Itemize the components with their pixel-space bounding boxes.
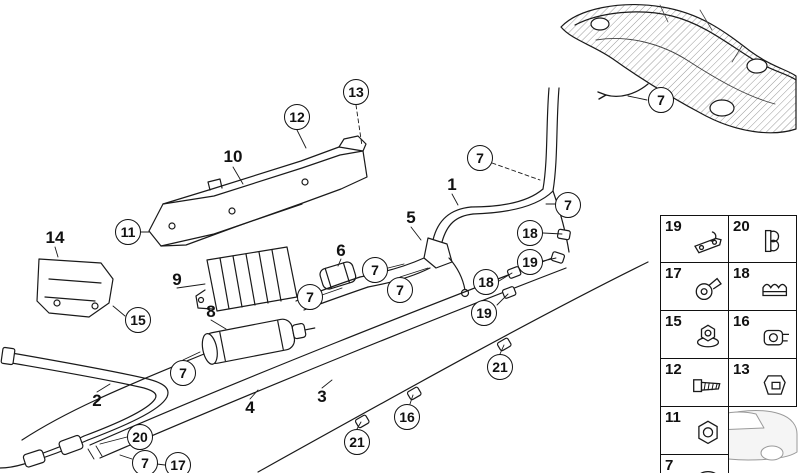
legend-part-number: 15	[665, 313, 682, 330]
callout-21[interactable]: 21	[487, 354, 513, 380]
callout-7[interactable]: 7	[297, 284, 323, 310]
double-tube-clip-icon	[764, 230, 780, 253]
callout-7[interactable]: 7	[467, 145, 493, 171]
hose-clip-icon	[695, 277, 722, 300]
legend-part-number: 11	[665, 409, 681, 426]
callout-7[interactable]: 7	[362, 257, 388, 283]
part-label-2[interactable]: 2	[92, 391, 102, 410]
self-tapping-screw-icon	[693, 378, 721, 392]
legend-cell-18[interactable]: 18	[728, 262, 797, 311]
callout-18[interactable]: 18	[473, 269, 499, 295]
legend-part-number: 7	[665, 457, 674, 473]
legend-cell-17[interactable]: 17	[660, 262, 729, 311]
hose-clamp-icon	[700, 470, 716, 473]
legend-cell-7[interactable]: 7	[660, 454, 729, 473]
legend-part-number: 19	[665, 218, 682, 235]
legend-part-number: 13	[733, 361, 750, 378]
part-label-5[interactable]: 5	[406, 208, 416, 227]
multi-line-clip-icon	[762, 283, 788, 296]
small-ribbed-shield	[195, 246, 298, 312]
part-label-6[interactable]: 6	[336, 241, 346, 260]
bracket-clip-icon	[694, 231, 722, 254]
fuel-filter	[201, 318, 316, 365]
mounting-bracket	[36, 258, 114, 318]
legend-cell-11[interactable]: 11	[660, 406, 729, 455]
callout-11[interactable]: 11	[115, 219, 141, 245]
hose-end-assembly	[0, 434, 103, 469]
flange-nut-icon	[696, 324, 720, 348]
legend-cell-16[interactable]: 16	[728, 310, 797, 359]
callout-19[interactable]: 19	[471, 300, 497, 326]
callout-17[interactable]: 17	[165, 452, 191, 473]
callout-18[interactable]: 18	[517, 220, 543, 246]
callout-19[interactable]: 19	[517, 249, 543, 275]
callout-7[interactable]: 7	[555, 192, 581, 218]
callout-16[interactable]: 16	[394, 404, 420, 430]
part-label-1[interactable]: 1	[447, 175, 457, 194]
callout-20[interactable]: 20	[127, 424, 153, 450]
retaining-clip-icon	[763, 375, 786, 395]
part-label-9[interactable]: 9	[172, 270, 182, 289]
callout-7[interactable]: 7	[170, 360, 196, 386]
tube-clamp-icon	[763, 329, 789, 346]
hex-nut-icon	[698, 420, 718, 444]
legend-part-number: 16	[733, 313, 750, 330]
return-line	[0, 346, 169, 441]
callout-13[interactable]: 13	[343, 79, 369, 105]
callout-7[interactable]: 7	[648, 87, 674, 113]
legend-part-number: 18	[733, 265, 750, 282]
vibration-damper	[319, 261, 357, 290]
part-label-4[interactable]: 4	[245, 398, 255, 417]
legend-part-number: 12	[665, 361, 682, 378]
legend-part-number: 17	[665, 265, 682, 282]
part-label-3[interactable]: 3	[317, 387, 327, 406]
tank-vent-hose	[597, 83, 649, 100]
line-clips	[354, 228, 571, 429]
legend-cell-20[interactable]: 20	[728, 215, 797, 263]
part-label-10[interactable]: 10	[223, 147, 243, 166]
part-label-14[interactable]: 14	[45, 228, 65, 247]
part-label-8[interactable]: 8	[206, 302, 216, 321]
callout-15[interactable]: 15	[125, 307, 151, 333]
callout-7[interactable]: 7	[132, 450, 158, 473]
fuel-tank-assembly	[560, 4, 797, 134]
legend-cell-12[interactable]: 12	[660, 358, 729, 407]
legend-cell-15[interactable]: 15	[660, 310, 729, 359]
legend-part-number: 20	[733, 218, 750, 235]
callout-7[interactable]: 7	[387, 277, 413, 303]
legend-cell-19[interactable]: 19	[660, 215, 729, 263]
callout-12[interactable]: 12	[284, 104, 310, 130]
fuel-feed-lines	[432, 87, 570, 253]
heat-shield-large	[148, 135, 368, 247]
legend-cell-13[interactable]: 13	[728, 358, 797, 407]
callout-21[interactable]: 21	[344, 429, 370, 455]
